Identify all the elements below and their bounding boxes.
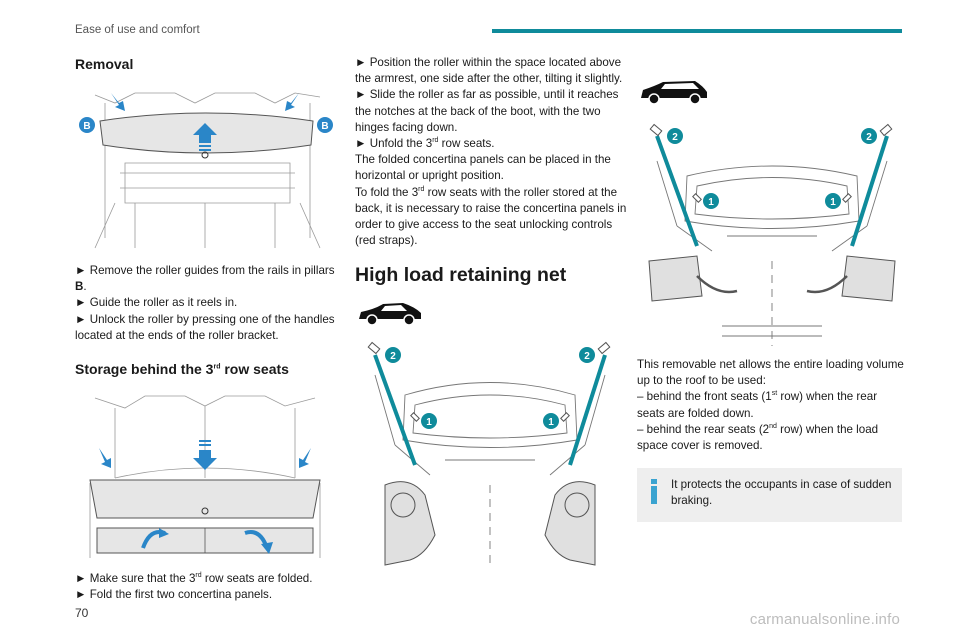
suv-5-seat-car-icon <box>359 303 421 327</box>
info-icon <box>648 479 660 505</box>
suv-7-seat-car-icon <box>641 81 707 105</box>
net-intro-text: This removable net allows the entire loa… <box>637 358 904 388</box>
roller-removal-illustration: B B <box>75 83 337 253</box>
column-right: 2 2 1 1 This removable net allows the en… <box>637 55 907 522</box>
roller-position-step: ► Position the roller within the space l… <box>355 56 623 86</box>
storage-step-2: ► Fold the first two concertina panels. <box>75 588 273 602</box>
label-2-left: 2 <box>390 351 396 362</box>
net-installation-illustration-7-seat: 2 2 1 1 <box>637 121 907 351</box>
net-usage-front-seats: – behind the front seats (1st row) when … <box>637 390 878 420</box>
header-accent-bar <box>492 29 902 33</box>
label-b-left: B <box>83 121 90 132</box>
label-b-right-dot <box>317 117 333 133</box>
info-note-box: It protects the occupants in case of sud… <box>637 468 902 522</box>
removal-heading: Removal <box>75 56 134 72</box>
label-2-right: 2 <box>584 351 590 362</box>
label-b-right: B <box>321 121 328 132</box>
label-2-left: 2 <box>672 132 678 143</box>
removal-step-1: ► Remove the roller guides from the rail… <box>75 264 335 294</box>
label-1-right: 1 <box>830 197 836 208</box>
label-1-left: 1 <box>708 197 714 208</box>
header-title: Ease of use and comfort <box>75 24 200 36</box>
net-heading: High load retaining net <box>355 264 567 287</box>
storage-heading: Storage behind the 3rd row seats <box>75 361 289 378</box>
removal-step-3: ► Unlock the roller by pressing one of t… <box>75 312 335 342</box>
column-left: Removal B B ► Remove the roller guide <box>75 55 337 603</box>
storage-step-1: ► Make sure that the 3rd row seats are f… <box>75 572 313 586</box>
info-note-text: It protects the occupants in case of sud… <box>671 478 892 508</box>
roller-storage-illustration <box>75 388 337 564</box>
net-usage-rear-seats: – behind the rear seats (2nd row) when t… <box>637 422 879 453</box>
label-b-left-dot <box>79 117 95 133</box>
watermark: carmanualsonline.info <box>749 611 900 628</box>
unfold-seats-step: ► Unfold the 3rd row seats. <box>355 137 495 151</box>
removal-step-2: ► Guide the roller as it reels in. <box>75 296 238 310</box>
roller-slide-step: ► Slide the roller as far as possible, u… <box>355 88 619 134</box>
concertina-position-text: The folded concertina panels can be plac… <box>355 153 611 183</box>
net-installation-illustration-5-seat: 2 2 1 1 <box>355 335 627 571</box>
label-1-left: 1 <box>426 417 432 428</box>
column-middle: ► Position the roller within the space l… <box>355 55 627 571</box>
fold-seats-text: To fold the 3rd row seats with the rolle… <box>355 185 627 248</box>
label-1-right: 1 <box>548 417 554 428</box>
label-2-right: 2 <box>866 132 872 143</box>
page-number: 70 <box>75 606 89 620</box>
